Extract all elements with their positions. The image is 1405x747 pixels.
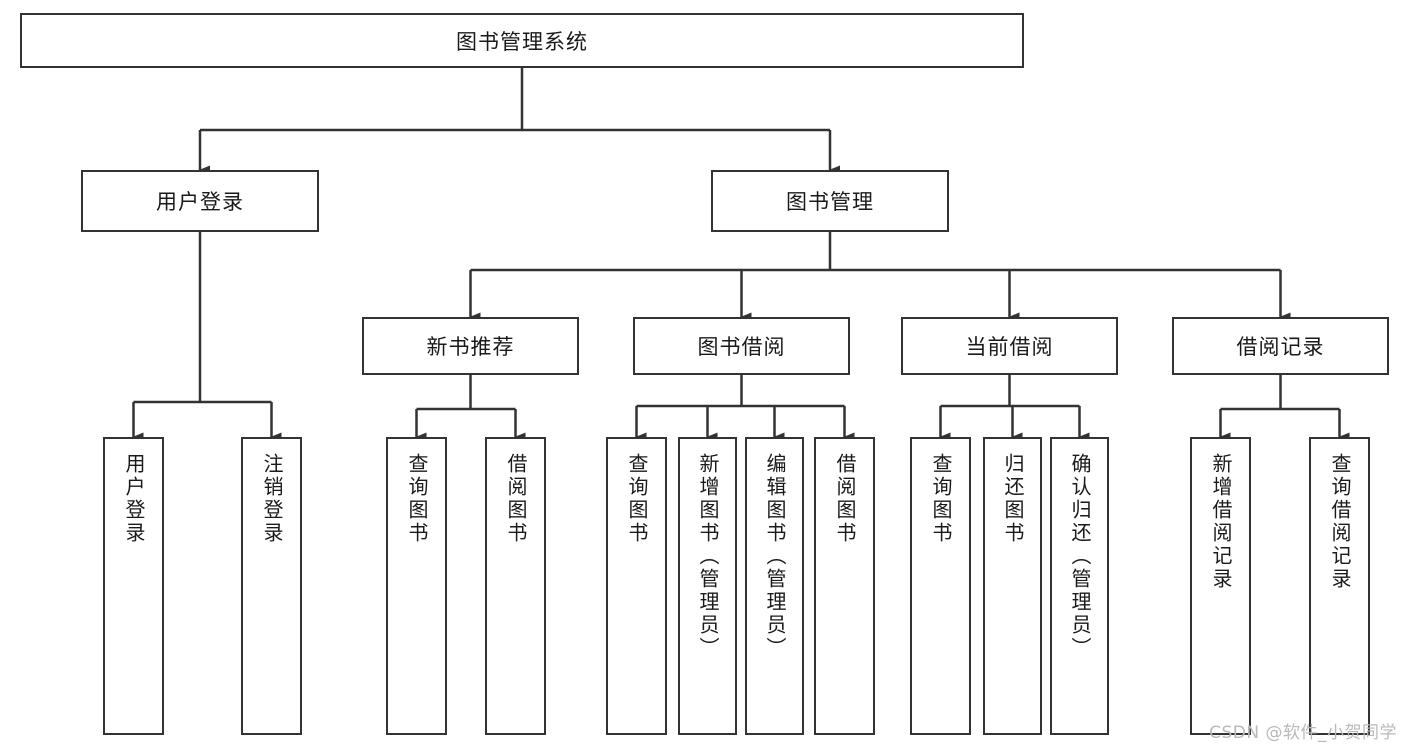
node-box-borrow[interactable]: 图书借阅: [633, 317, 850, 375]
node-label-newbook: 新书推荐: [426, 335, 515, 359]
node-label-leaf10: 归还图书: [1001, 453, 1025, 545]
node-box-leaf8[interactable]: 借阅图书: [814, 437, 875, 735]
node-label-login: 用户登录: [156, 190, 244, 214]
node-box-root[interactable]: 图书管理系统: [20, 13, 1024, 68]
node-box-leaf5[interactable]: 查询图书: [606, 437, 667, 735]
node-box-leaf1[interactable]: 用户登录: [103, 437, 164, 735]
node-label-leaf11: 确认归还（管理员）: [1068, 453, 1092, 660]
node-box-leaf11[interactable]: 确认归还（管理员）: [1050, 437, 1109, 735]
node-box-leaf9[interactable]: 查询图书: [910, 437, 971, 735]
node-label-leaf4: 借阅图书: [504, 453, 528, 545]
node-label-leaf9: 查询图书: [929, 453, 953, 545]
node-label-leaf3: 查询图书: [405, 453, 429, 545]
node-label-leaf6: 新增图书（管理员）: [696, 453, 720, 660]
node-box-leaf12[interactable]: 新增借阅记录: [1190, 437, 1251, 735]
edges-group: [132, 68, 1350, 442]
node-box-leaf3[interactable]: 查询图书: [386, 437, 447, 735]
node-box-newbook[interactable]: 新书推荐: [362, 317, 579, 375]
node-label-leaf5: 查询图书: [625, 453, 649, 545]
node-box-leaf2[interactable]: 注销登录: [241, 437, 302, 735]
node-box-leaf13[interactable]: 查询借阅记录: [1309, 437, 1370, 735]
node-label-leaf8: 借阅图书: [833, 453, 857, 545]
node-box-leaf4[interactable]: 借阅图书: [485, 437, 546, 735]
node-label-root: 图书管理系统: [456, 29, 588, 54]
node-label-current: 当前借阅: [965, 335, 1054, 359]
node-label-leaf7: 编辑图书（管理员）: [763, 453, 787, 660]
node-box-leaf10[interactable]: 归还图书: [983, 437, 1042, 735]
node-label-bookmgmt: 图书管理: [786, 190, 874, 214]
node-label-records: 借阅记录: [1236, 335, 1325, 359]
node-label-leaf12: 新增借阅记录: [1209, 453, 1233, 591]
node-box-current[interactable]: 当前借阅: [901, 317, 1118, 375]
node-label-leaf13: 查询借阅记录: [1328, 453, 1352, 591]
node-box-records[interactable]: 借阅记录: [1172, 317, 1389, 375]
node-label-leaf2: 注销登录: [260, 453, 284, 545]
node-label-leaf1: 用户登录: [122, 453, 146, 545]
node-box-bookmgmt[interactable]: 图书管理: [711, 170, 949, 232]
node-box-login[interactable]: 用户登录: [81, 170, 319, 232]
node-label-borrow: 图书借阅: [697, 335, 786, 359]
watermark-text: CSDN @软件_小贺同学: [1209, 723, 1397, 743]
node-box-leaf6[interactable]: 新增图书（管理员）: [678, 437, 737, 735]
node-box-leaf7[interactable]: 编辑图书（管理员）: [745, 437, 804, 735]
